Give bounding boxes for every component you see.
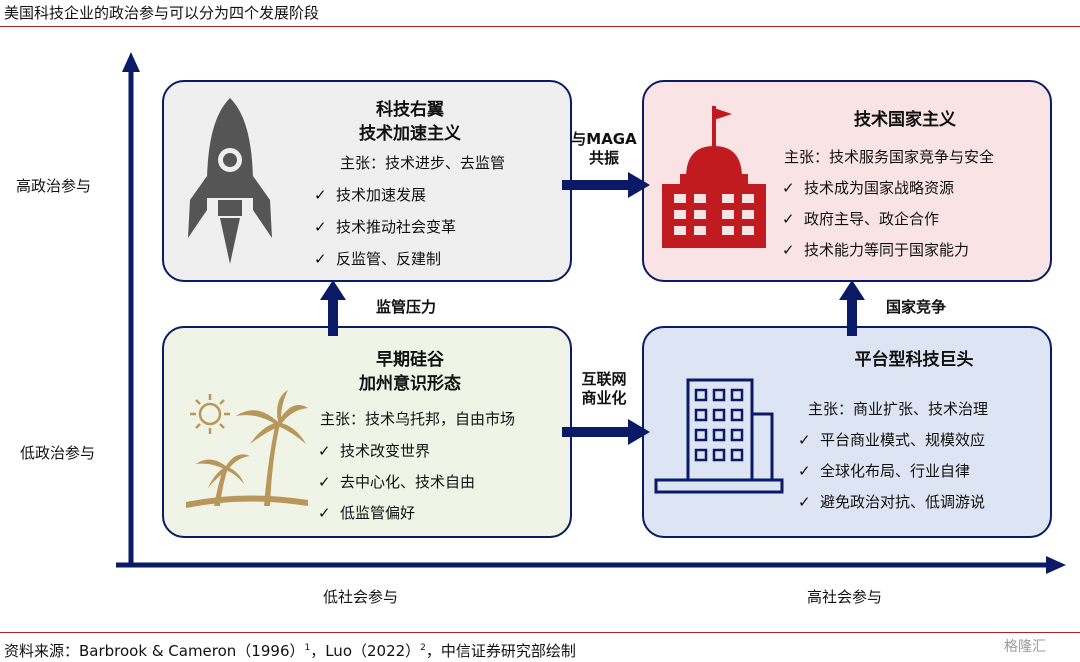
list-item-text: 低监管偏好: [340, 504, 416, 522]
card-silicon-valley: 早期硅谷 加州意识形态 主张：技术乌托邦，自由市场 ✓ 技术改变世界 ✓ 去中心化、…: [162, 326, 572, 538]
x-axis-label-low: 低社会参与: [323, 588, 399, 606]
list-item-text: 技术推动社会变革: [336, 218, 457, 236]
arrow-internet-commercialization: [562, 427, 630, 437]
source-prefix: 资料来源：Barbrook & Cameron（1996）: [4, 642, 305, 660]
list-item: ✓ 低监管偏好: [318, 502, 415, 523]
palm-trees-sun-icon: [186, 390, 308, 508]
check-icon: ✓: [318, 504, 331, 522]
y-axis-label-high: 高政治参与: [16, 177, 92, 195]
arrow-national-competition: [847, 300, 857, 336]
list-item: ✓ 政府主导、政企合作: [782, 208, 939, 229]
source-suffix: ，中信证券研究部绘制: [425, 642, 576, 660]
card-claim: 主张：技术进步、去监管: [340, 154, 506, 172]
citation-2: 2: [420, 643, 426, 653]
check-icon: ✓: [314, 218, 327, 236]
citation-1: 1: [304, 643, 311, 653]
check-icon: ✓: [318, 473, 331, 491]
list-item: ✓ 反监管、反建制: [314, 248, 441, 269]
list-item-text: 技术加速发展: [336, 186, 427, 204]
list-item-text: 政府主导、政企合作: [804, 210, 940, 228]
card-platform-giants: 平台型科技巨头 主张：商业扩张、技术治理 ✓ 平台商业模式、规模效应 ✓ 全球化布局…: [642, 326, 1052, 538]
check-icon: ✓: [782, 179, 795, 197]
list-item-text: 避免政治对抗、低调游说: [820, 493, 986, 511]
list-item-text: 技术能力等同于国家能力: [804, 241, 970, 259]
header-divider: [0, 26, 1080, 27]
list-item-text: 平台商业模式、规模效应: [820, 431, 986, 449]
list-item: ✓ 技术加速发展: [314, 184, 426, 205]
check-icon: ✓: [798, 431, 811, 449]
list-item: ✓ 技术成为国家战略资源: [782, 177, 954, 198]
check-icon: ✓: [798, 493, 811, 511]
list-item-text: 全球化布局、行业自律: [820, 462, 971, 480]
card-title: 平台型科技巨头: [854, 350, 974, 370]
arrow-label-maga-line2: 共振: [588, 149, 619, 167]
arrow-label-national-competition: 国家竞争: [885, 298, 946, 316]
list-item-text: 技术改变世界: [340, 442, 431, 460]
footer-divider: [0, 632, 1080, 633]
list-item: ✓ 技术能力等同于国家能力: [782, 239, 969, 260]
office-building-icon: [654, 378, 784, 494]
card-title: 早期硅谷: [376, 350, 444, 370]
list-item: ✓ 技术改变世界: [318, 440, 430, 461]
arrow-label-internet-line1: 互联网: [581, 370, 627, 388]
list-item-text: 技术成为国家战略资源: [804, 179, 955, 197]
card-claim: 主张：商业扩张、技术治理: [808, 400, 989, 418]
rocket-icon: [188, 98, 272, 264]
card-title: 科技右翼: [376, 100, 444, 120]
card-subtitle: 加州意识形态: [359, 374, 461, 394]
arrow-label-internet-line2: 商业化: [581, 389, 627, 407]
page-title: 美国科技企业的政治参与可以分为四个发展阶段: [4, 4, 320, 22]
list-item-text: 去中心化、技术自由: [340, 473, 476, 491]
check-icon: ✓: [318, 442, 331, 460]
check-icon: ✓: [782, 241, 795, 259]
y-axis-label-low: 低政治参与: [20, 444, 96, 462]
watermark-logo: 格隆汇: [1004, 639, 1046, 655]
x-axis-label-high: 高社会参与: [807, 588, 883, 606]
source-note: 资料来源：Barbrook & Cameron（1996）1，Luo（2022）…: [4, 640, 576, 661]
card-title: 技术国家主义: [854, 110, 956, 130]
list-item: ✓ 技术推动社会变革: [314, 216, 456, 237]
check-icon: ✓: [798, 462, 811, 480]
card-tech-right: 科技右翼 技术加速主义 主张：技术进步、去监管 ✓ 技术加速发展 ✓ 技术推动社会变…: [162, 80, 572, 282]
arrow-label-regulatory-pressure: 监管压力: [375, 298, 436, 316]
check-icon: ✓: [782, 210, 795, 228]
list-item-text: 反监管、反建制: [336, 250, 442, 268]
arrow-maga-resonance: [562, 180, 630, 190]
card-claim: 主张：技术乌托邦，自由市场: [320, 410, 516, 428]
card-claim: 主张：技术服务国家竞争与安全: [784, 148, 995, 166]
source-mid: ，Luo（2022）: [310, 642, 421, 660]
list-item: ✓ 去中心化、技术自由: [318, 471, 475, 492]
check-icon: ✓: [314, 186, 327, 204]
card-tech-nationalism: 技术国家主义 主张：技术服务国家竞争与安全 ✓ 技术成为国家战略资源 ✓ 政府主导、…: [642, 80, 1052, 282]
government-building-icon: [662, 106, 766, 248]
card-subtitle: 技术加速主义: [359, 124, 461, 144]
list-item: ✓ 全球化布局、行业自律: [798, 460, 970, 481]
list-item: ✓ 避免政治对抗、低调游说: [798, 491, 985, 512]
check-icon: ✓: [314, 250, 327, 268]
arrow-regulatory-pressure: [328, 300, 338, 336]
list-item: ✓ 平台商业模式、规模效应: [798, 429, 985, 450]
arrow-label-maga-line1: 与MAGA: [571, 130, 637, 148]
